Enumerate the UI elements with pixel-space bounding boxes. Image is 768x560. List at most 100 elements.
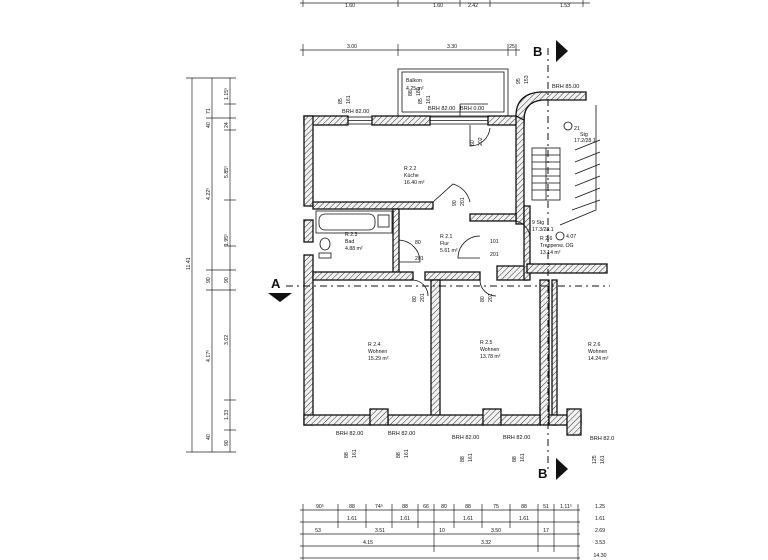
dim-text: 1.25	[595, 504, 605, 510]
dim-text: 53	[315, 528, 321, 534]
dim-text: 2.42	[468, 3, 478, 9]
opening-dim: 201	[460, 197, 466, 206]
opening-dim: 85	[418, 98, 424, 104]
dim-text: 74⁵	[375, 504, 383, 510]
room-name: Bad	[345, 239, 354, 245]
opening-dim: 201	[415, 256, 424, 262]
dim-text: 11.41	[186, 257, 192, 270]
room-id: R 2.3	[345, 232, 358, 238]
dim-text: 1.33	[224, 410, 230, 420]
opening-dim: 161	[346, 95, 352, 104]
dim-text: 1.61	[347, 516, 357, 522]
opening-dim: 88	[512, 456, 518, 462]
room-area: 14.24 m²	[588, 356, 609, 362]
stair-marker-icon	[555, 231, 565, 241]
dim-text: 10	[439, 528, 445, 534]
windows-top	[347, 103, 489, 125]
opening-dim: 161	[404, 449, 410, 458]
section-label-b-bottom: B	[538, 466, 547, 481]
dim-text: 14.30	[594, 553, 607, 559]
dim-text: 66	[423, 504, 429, 510]
stair-steps: 9 Stg	[532, 220, 544, 226]
dim-text: 24	[224, 122, 230, 128]
section-arrow-icon	[556, 40, 568, 62]
section-arrow-icon	[556, 458, 568, 480]
opening-dim: 201	[490, 252, 499, 258]
dim-text: 1.60	[433, 3, 443, 9]
top-dimension-line: 3.00 3.30 25	[300, 44, 520, 56]
room-id: R 2.1	[440, 234, 453, 240]
room-id: R 2.6	[540, 236, 553, 242]
dim-text: 3.50	[491, 528, 501, 534]
opening-dim: 88	[460, 456, 466, 462]
stair-steps-unit: Stg	[580, 132, 588, 138]
stair-annotations: 21 Stg 17.2/28.1 9 Stg 17.3/28.1 4.07	[532, 126, 596, 240]
top-strip-dimensions: 1.60 1.60 2.42 1.53	[300, 0, 590, 9]
sill-label: BRH 85.00	[552, 84, 579, 90]
stair-steps: 21	[574, 126, 580, 132]
dim-text: 88	[402, 504, 408, 510]
opening-dim: 90	[452, 200, 458, 206]
dim-text: 3.51	[375, 528, 385, 534]
dim-text: 75	[493, 504, 499, 510]
room-name: Flur	[440, 241, 449, 247]
stair-ratio: 17.2/28.1	[574, 138, 596, 144]
dim-text: 90⁵	[316, 504, 324, 510]
opening-dim: 161	[426, 95, 432, 104]
dim-text: 71	[206, 108, 212, 114]
dim-text: 1.61	[400, 516, 410, 522]
room-area: 16.40 m²	[404, 180, 425, 186]
sill-label: BRH 82.00	[336, 431, 363, 437]
room-name: Wohnen	[588, 349, 607, 355]
dim-text: 1.15⁵	[224, 88, 230, 100]
dim-text: 2.69	[595, 528, 605, 534]
opening-dim: 85	[338, 98, 344, 104]
room-area: 5.61 m²	[440, 248, 458, 254]
section-lines: A B B	[268, 40, 610, 481]
room-area: 13.78 m²	[480, 354, 501, 360]
sill-label: BRH 82.00	[452, 435, 479, 441]
dim-text: 80	[441, 504, 447, 510]
room-name: Wohnen	[368, 349, 387, 355]
room-name: Küche	[404, 173, 419, 179]
room-name: Treppenw. OG	[540, 243, 574, 249]
opening-dim: 202	[478, 137, 484, 146]
dim-text: 88	[349, 504, 355, 510]
opening-dim: 88	[344, 452, 350, 458]
opening-dim: 101	[490, 239, 499, 245]
dim-text: 25	[509, 44, 515, 50]
balcony-area: 4.25 m²	[406, 86, 424, 92]
section-label-b-top: B	[533, 44, 542, 59]
opening-dim: 153	[524, 75, 530, 84]
opening-dim: 161	[352, 449, 358, 458]
opening-dim: 80	[415, 240, 421, 246]
dim-text: 3.02	[224, 335, 230, 345]
dim-text: 88	[521, 504, 527, 510]
dim-text: 4.17⁵	[206, 350, 212, 362]
dim-text: 90	[206, 277, 212, 283]
dim-text: 4.15	[363, 540, 373, 546]
bath-fixtures	[315, 210, 393, 259]
sill-label: BRH 82.00	[388, 431, 415, 437]
opening-dimensions: 85 161 85 161 88 180 95 153 60 202 90 20…	[338, 75, 606, 464]
dim-text: 17	[543, 528, 549, 534]
dim-text: 3.32	[481, 540, 491, 546]
dim-text: 1.95⁵	[224, 234, 230, 246]
sill-label: BRH 82.0	[590, 436, 614, 442]
opening-dim: 88	[396, 452, 402, 458]
opening-dim: 125	[592, 455, 598, 464]
dim-text: 3.53	[595, 540, 605, 546]
opening-dim: 161	[520, 453, 526, 462]
walls	[303, 91, 608, 436]
dim-text: 3.30	[447, 44, 457, 50]
room-id: R 2.6	[588, 342, 601, 348]
opening-dim: 161	[600, 455, 606, 464]
stair-marker-icon	[563, 121, 573, 131]
opening-dim: 60	[470, 140, 476, 146]
dim-text: 5.85⁵	[224, 166, 230, 178]
opening-dim: 201	[420, 293, 426, 302]
opening-dim: 201	[488, 293, 494, 302]
opening-dim: 180	[416, 87, 422, 96]
dim-text: 40	[206, 122, 212, 128]
